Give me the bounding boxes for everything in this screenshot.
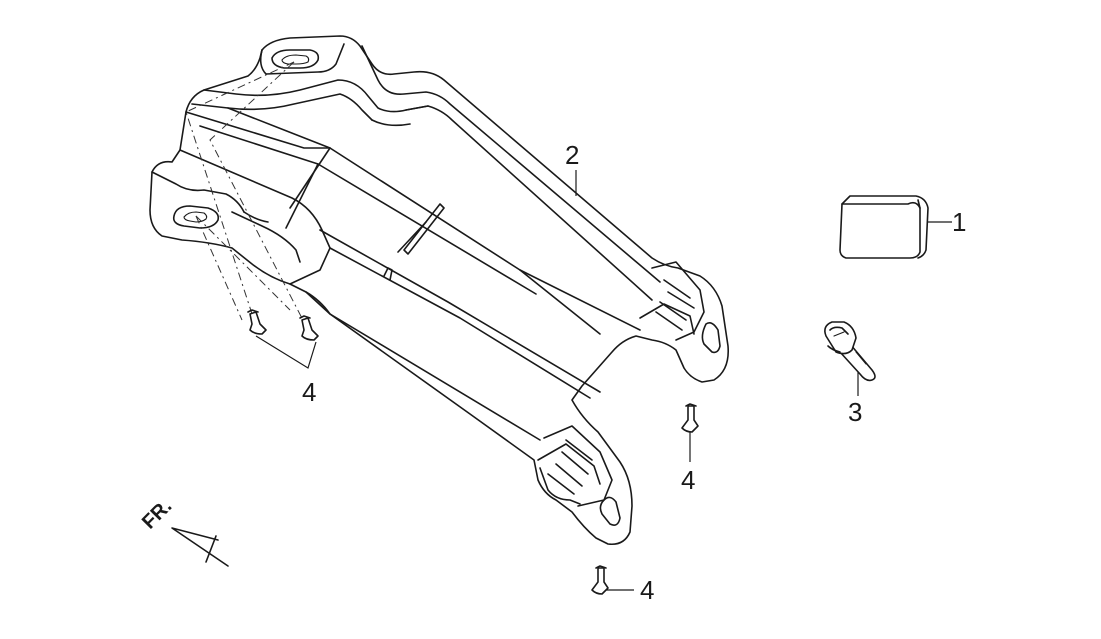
callout-part-3: 3 [848,397,862,427]
front-direction-indicator: FR. [138,495,229,567]
callout-part-4-right: 4 [681,465,695,495]
screw-part-4-c [681,403,699,433]
front-label: FR. [138,495,176,533]
screw-part-4-d [591,565,609,595]
front-arrow-icon [171,527,229,567]
pad-part-1 [839,195,929,259]
callout-part-4-left: 4 [302,377,316,407]
callout-part-2: 2 [565,140,579,170]
callout-part-1: 1 [952,207,966,237]
bolt-part-3 [824,321,876,382]
screw-part-4-b [299,315,319,341]
leader-lines [255,170,952,591]
bracket-part-2 [149,35,730,546]
callout-part-4-bottom: 4 [640,575,654,605]
screw-part-4-a [247,309,267,335]
leader-part-4-left [255,335,317,369]
